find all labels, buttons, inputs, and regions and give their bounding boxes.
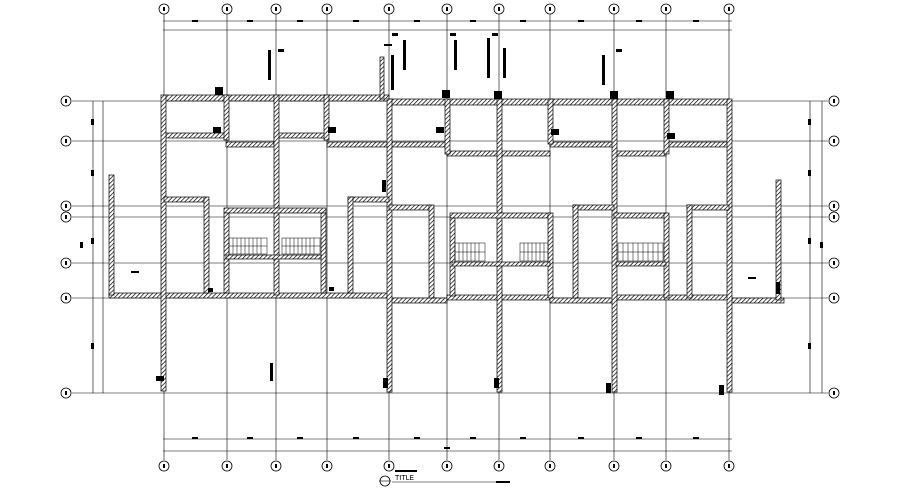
grid-bubbles-bottom [158,460,735,472]
stair-mid-b [519,242,549,262]
stair-left-a [228,237,268,255]
stair-mid-a [454,242,486,262]
top-dimension-lines [163,20,732,31]
stair-right-a [617,242,664,262]
bottom-dimension-lines [163,438,732,452]
top-dimension-labels [192,20,699,22]
side-dimension-labels [80,119,823,349]
annotation-tags [131,33,780,395]
stair-left-b [281,237,321,255]
grid-bubble-ticks [65,7,835,468]
drawing-title: TITLE [394,474,414,482]
walls [108,56,785,393]
stairs [228,237,664,262]
title-block: TITLE [379,470,510,487]
